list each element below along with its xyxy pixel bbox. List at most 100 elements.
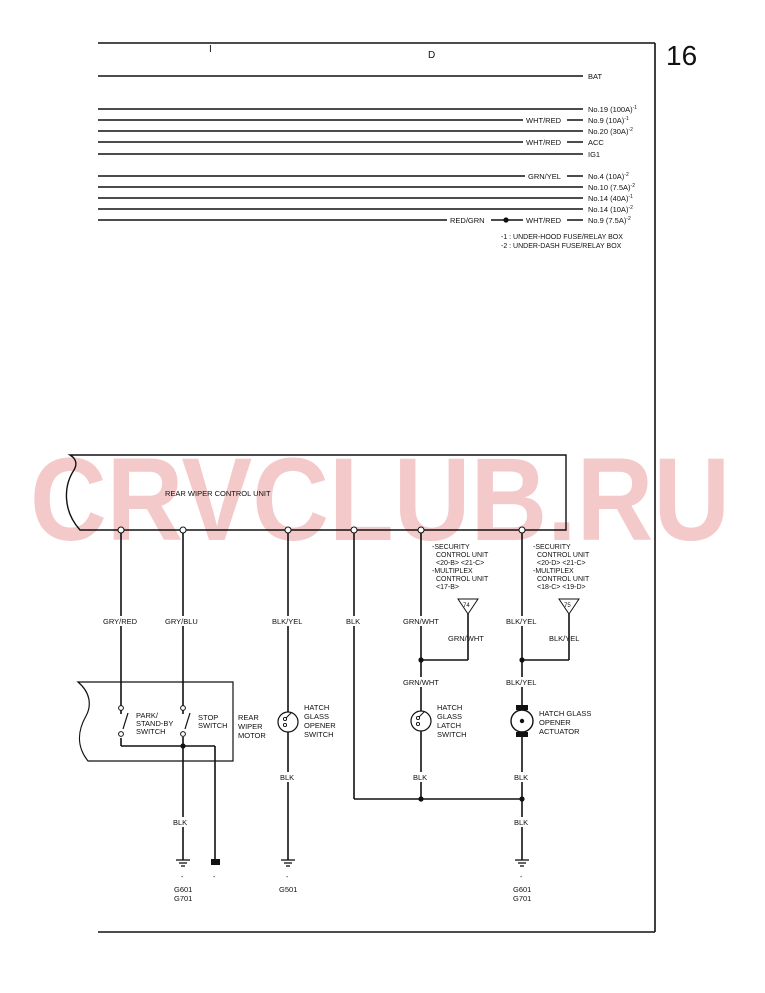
wire-color: BLK [280, 773, 294, 782]
column-label-d: D [428, 50, 435, 61]
ref-line: <17-B> [436, 584, 459, 591]
control-unit-label: REAR WIPER CONTROL UNIT [165, 489, 271, 498]
ground-label: G601 [174, 885, 192, 894]
rail-label-text: No.19 (100A) [588, 105, 633, 114]
wire-color: BLK/YEL [506, 678, 536, 687]
wire-color: GRN/WHT [448, 634, 484, 643]
wire-color: BLK [413, 773, 427, 782]
rail-label-text: No.9 (10A) [588, 116, 625, 125]
ground-label: G701 [174, 894, 192, 903]
switch-label-line: LATCH [437, 721, 461, 730]
rail-label: No.9 (7.5A)-2 [588, 216, 631, 225]
rail-label-sup: -2 [628, 205, 633, 211]
rail-label: BAT [588, 72, 602, 81]
ref-line: CONTROL UNIT [537, 552, 590, 559]
column-label-i: I [209, 44, 212, 55]
switch-label-line: GLASS [437, 712, 462, 721]
rail-label: No.4 (10A)-2 [588, 172, 629, 181]
rail-wire-color: RED/GRN [450, 216, 485, 225]
park-standby-switch: PARK/ STAND-BY SWITCH [118, 705, 173, 737]
ref-line: -SECURITY [533, 544, 571, 551]
ground-label: G501 [279, 885, 297, 894]
ref-line: CONTROL UNIT [436, 552, 489, 559]
rail-label-text: No.10 (7.5A) [588, 183, 631, 192]
rail-label: No.14 (10A)-2 [588, 205, 633, 214]
rail-wire-color: WHT/RED [526, 216, 562, 225]
ref-line: CONTROL UNIT [537, 576, 590, 583]
rail-label-sup: -2 [624, 172, 629, 178]
reference-security-a: -SECURITY CONTROL UNIT <20-B> <21-C> -MU… [432, 544, 489, 591]
rail-wire-color: WHT/RED [526, 116, 562, 125]
wire-color: BLK [514, 818, 528, 827]
page-ref-triangle-b: 75 [558, 598, 580, 615]
ground-dash: - [213, 874, 216, 881]
motor-label-line: REAR [238, 713, 259, 722]
stop-switch: STOP SWITCH [180, 705, 228, 745]
rail-label-text: No.4 (10A) [588, 172, 625, 181]
splice-dots [180, 657, 525, 802]
rail-label-text: No.9 (7.5A) [588, 216, 627, 225]
actuator-label-line: ACTUATOR [539, 727, 580, 736]
switch-label-line: STOP [198, 713, 218, 722]
ref-line: <18-C> <19-D> [537, 584, 586, 591]
wire-color: BLK/YEL [506, 617, 536, 626]
switch-label-line: PARK/ [136, 711, 159, 720]
rail-label-text: No.20 (30A) [588, 127, 629, 136]
switch-label-line: OPENER [304, 721, 336, 730]
switch-label-line: SWITCH [304, 730, 334, 739]
hatch-glass-latch-switch: HATCH GLASS LATCH SWITCH [410, 703, 467, 739]
ground-dash: - [286, 874, 289, 881]
switch-label-line: STAND-BY [136, 719, 173, 728]
rail-label: No.14 (40A)-1 [588, 194, 633, 203]
power-rails [98, 75, 583, 221]
ref-line: CONTROL UNIT [436, 576, 489, 583]
wire-color: BLK/YEL [272, 617, 302, 626]
rail-label-sup: -2 [626, 216, 631, 222]
wire-color: BLK [514, 773, 528, 782]
rail-label-text: No.14 (10A) [588, 205, 629, 214]
wire-labels: GRY/RED GRY/BLU BLK/YEL BLK GRN/WHT BLK/… [100, 616, 579, 827]
rail-label: No.9 (10A)-1 [588, 116, 629, 125]
ref-line: <20-D> <21-C> [537, 560, 586, 567]
rail-label-sup: -2 [628, 127, 633, 133]
rail-wire-color: WHT/RED [526, 138, 562, 147]
rail-label-sup: -2 [631, 183, 636, 189]
rail-wire-color: GRN/YEL [528, 172, 561, 181]
ground-label: G601 [513, 885, 531, 894]
ref-line: -SECURITY [432, 544, 470, 551]
actuator-label-line: HATCH GLASS [539, 709, 591, 718]
actuator-label-line: OPENER [539, 718, 571, 727]
motor-case-ground-icon [211, 859, 220, 865]
rail-label: IG1 [588, 150, 600, 159]
page-frame [98, 42, 656, 933]
ground-label: G701 [513, 894, 531, 903]
hatch-glass-opener-actuator: HATCH GLASS OPENER ACTUATOR [510, 705, 591, 737]
ground-dash: - [181, 874, 184, 881]
ref-line: -MULTIPLEX [533, 568, 574, 575]
rail-label: ACC [588, 138, 604, 147]
rail-labels: BAT No.19 (100A)-1 No.9 (10A)-1 No.20 (3… [588, 72, 637, 225]
motor-box [76, 681, 234, 762]
switch-label-line: SWITCH [136, 727, 166, 736]
control-unit-box [65, 454, 567, 531]
wire-color: BLK/YEL [549, 634, 579, 643]
motor-label-line: WIPER [238, 722, 263, 731]
switch-label-line: HATCH [437, 703, 462, 712]
wire-color: GRY/BLU [165, 617, 198, 626]
rail-wire-labels: WHT/RED WHT/RED GRN/YEL RED/GRN WHT/RED [447, 115, 567, 225]
reference-security-b: -SECURITY CONTROL UNIT <20-D> <21-C> -MU… [533, 544, 590, 591]
wires [120, 530, 570, 860]
rail-label: No.19 (100A)-1 [588, 105, 637, 114]
wire-color: GRN/WHT [403, 678, 439, 687]
rail-splice-dot [503, 217, 509, 223]
rail-label-sup: -1 [633, 105, 638, 111]
note-under-hood: -1 : UNDER-HOOD FUSE/RELAY BOX [501, 234, 623, 241]
page-ref-triangle-a: 74 [457, 598, 479, 615]
note-under-dash: -2 : UNDER-DASH FUSE/RELAY BOX [501, 243, 622, 250]
rail-label-sup: -1 [624, 116, 629, 122]
ref-line: <20-B> <21-C> [436, 560, 484, 567]
ground-dashes: - - - - [181, 874, 523, 881]
wire-color: BLK [173, 818, 187, 827]
rail-label: No.10 (7.5A)-2 [588, 183, 635, 192]
